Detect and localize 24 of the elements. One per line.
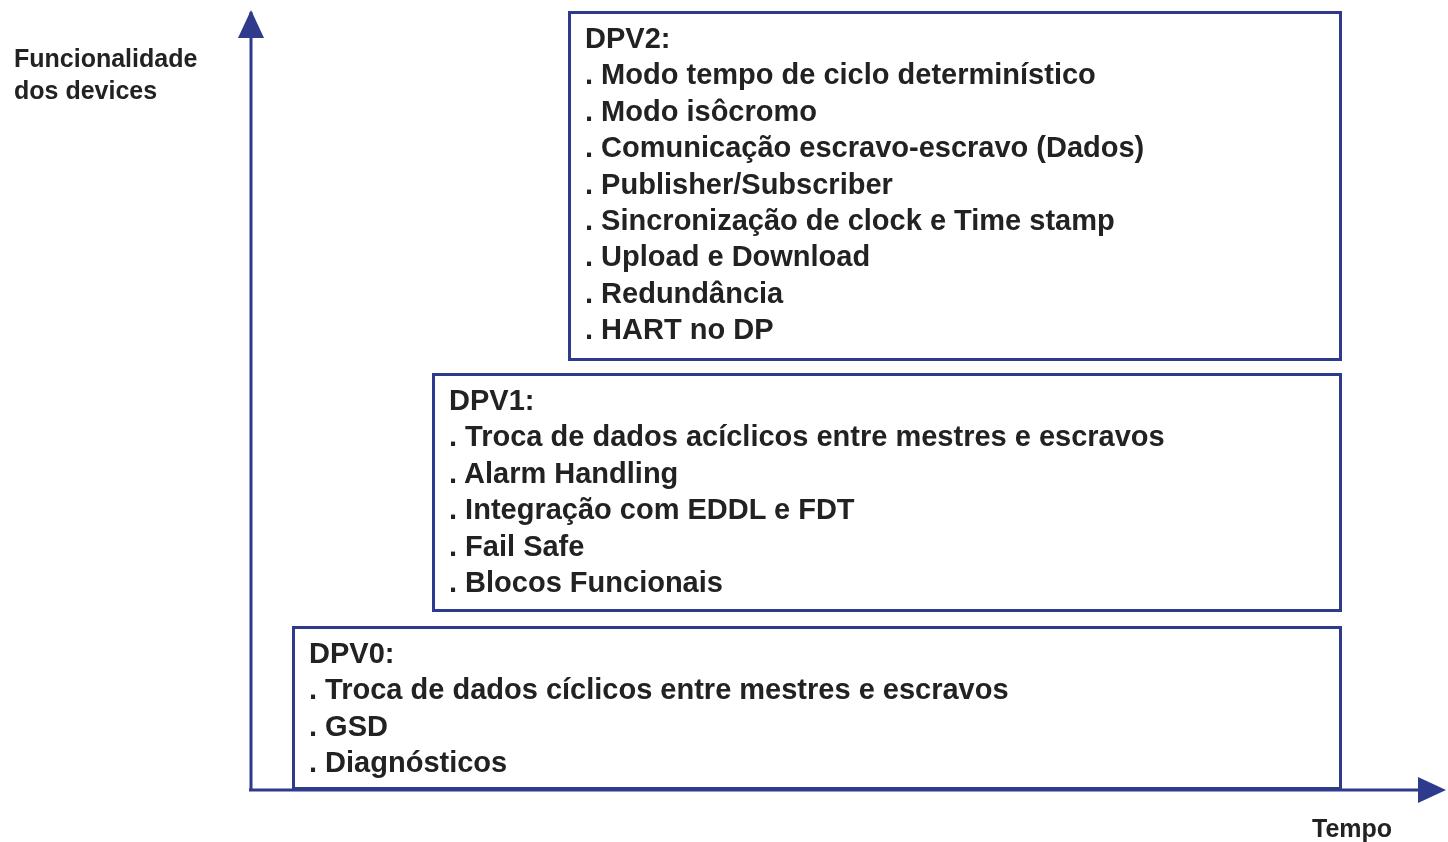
axis-label: Tempo (1312, 813, 1393, 842)
feature-item: . Troca de dados acíclicos entre mestres e escravos (449, 419, 1165, 455)
feature-item: . Diagnósticos (309, 745, 508, 781)
feature-item: . Sincronização de clock e Time stamp (585, 203, 1115, 239)
box-heading: DPV1: (449, 383, 535, 418)
version-box (432, 373, 1342, 612)
feature-item: . Fail Safe (449, 528, 585, 564)
feature-item: . Integração com EDDL e FDT (449, 492, 855, 528)
feature-item: . Publisher/Subscriber (585, 166, 893, 202)
box-heading: DPV2: (585, 21, 671, 56)
feature-item: . Redundância (585, 275, 784, 311)
feature-item: . Comunicação escravo-escravo (Dados) (585, 130, 1145, 166)
version-box (292, 626, 1342, 790)
feature-item: . Troca de dados cíclicos entre mestres e escravos (309, 672, 1009, 708)
feature-item: . Upload e Download (585, 239, 871, 275)
feature-item: . Blocos Funcionais (449, 565, 723, 601)
feature-item: . Modo isôcromo (585, 93, 817, 129)
feature-item: . Modo tempo de ciclo determinístico (585, 57, 1096, 93)
feature-item: . GSD (309, 708, 388, 744)
version-box (568, 11, 1342, 361)
feature-item: . Alarm Handling (449, 455, 679, 491)
box-heading: DPV0: (309, 636, 395, 671)
axis-label: Funcionalidade dos devices (14, 43, 199, 106)
feature-item: . HART no DP (585, 312, 774, 348)
